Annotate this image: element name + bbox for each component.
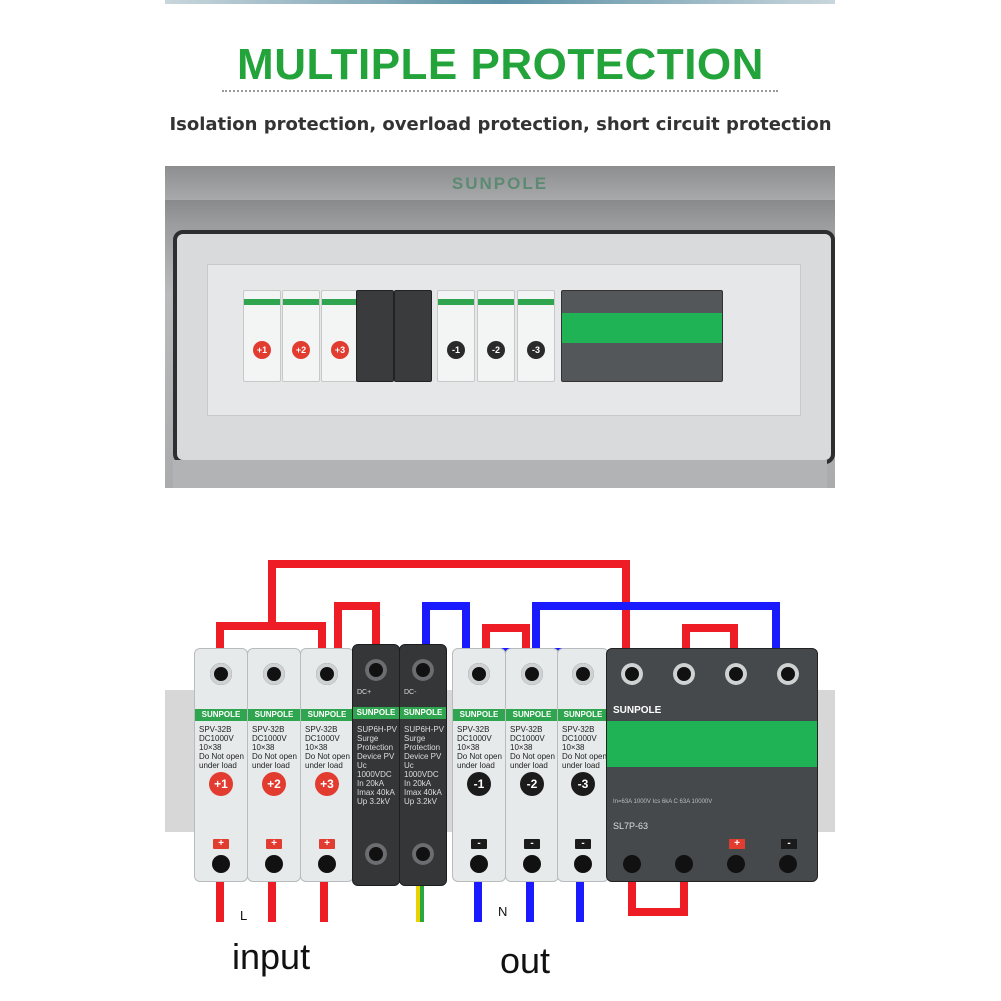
red-wire [334,602,342,650]
red-wire-input [216,880,224,922]
surge-protector-module: DC- SUNPOLE SUP6H-PV Surge Protection De… [399,644,447,886]
blue-wire [532,602,780,610]
red-wire [318,622,326,650]
output-label: out [500,940,551,981]
red-wire [372,602,380,650]
blue-wire [532,602,540,650]
red-wire-input [268,880,276,922]
top-accent-bar [165,0,835,4]
red-wire [268,560,276,630]
red-wire [216,622,224,650]
red-wire-input [320,880,328,922]
red-wire-output [680,880,688,916]
red-wire [682,624,690,650]
page-subtitle: Isolation protection, overload protectio… [169,114,832,135]
embossed-brand: SUNPOLE [451,174,549,193]
photo-fuse-holder: -1 [437,290,475,382]
wire-label-n: N [498,904,508,919]
blue-wire [772,602,780,650]
red-wire [268,560,630,568]
ground-wire [416,880,424,922]
product-photo: SUNPOLE +1 +2 +3 -1 -2 -3 [165,166,835,488]
photo-breaker [561,290,723,382]
red-wire-output [628,880,636,916]
photo-spd-module [356,290,394,382]
photo-fuse-holder: +1 [243,290,281,382]
photo-spd-module [394,290,432,382]
photo-fuse-holder: +3 [321,290,359,382]
input-label: input [232,936,311,977]
blue-wire-neutral [474,880,482,922]
photo-fuse-holder: +2 [282,290,320,382]
polarity-badge: +2 [262,772,286,796]
polarity-badge: -3 [571,772,595,796]
page-title: MULTIPLE PROTECTION [237,40,764,89]
red-wire [682,624,738,632]
polarity-badge: +3 [315,772,339,796]
photo-fuse-holder: -3 [517,290,555,382]
red-wire [334,602,380,610]
polarity-badge: +1 [209,772,233,796]
breaker-toggle-bar [607,721,817,767]
blue-wire [462,602,470,650]
red-wire [482,624,490,650]
red-wire [216,622,326,630]
wire-label-l: L [240,908,248,923]
red-wire [522,624,530,650]
red-wire [482,624,530,632]
surge-protector-module: DC+ SUNPOLE SUP6H-PV Surge Protection De… [352,644,400,886]
red-wire-output [628,908,688,916]
blue-wire-neutral [576,880,584,922]
enclosure-lid [165,166,835,200]
blue-wire [422,602,430,650]
polarity-badge: -2 [520,772,544,796]
enclosure-bottom [173,460,827,488]
dotted-divider [222,90,778,92]
polarity-badge: -1 [467,772,491,796]
photo-fuse-holder: -2 [477,290,515,382]
blue-wire-neutral [526,880,534,922]
dc-circuit-breaker: SUNPOLE In=63A 1000V Ics 6kA C 63A 10000… [606,648,818,882]
blue-wire [422,602,470,610]
red-wire [730,624,738,650]
